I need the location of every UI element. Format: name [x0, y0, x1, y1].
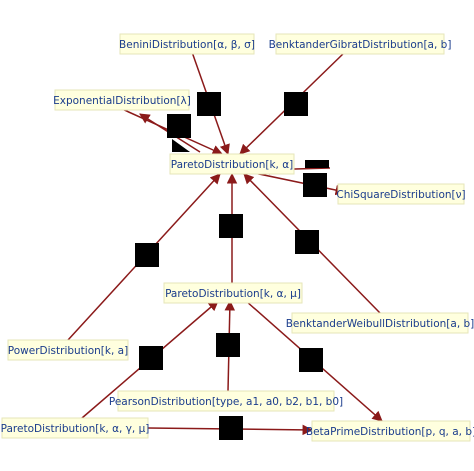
- node-power[interactable]: PowerDistribution[k, a]: [7, 339, 129, 361]
- edge-label-block: [135, 243, 159, 267]
- node-label: ParetoDistribution[k, α, μ]: [165, 288, 301, 300]
- node-label: ChiSquareDistribution[ν]: [336, 189, 465, 201]
- edge-label-blocks: [135, 92, 329, 440]
- edge-label-block: [305, 160, 329, 168]
- node-benini[interactable]: BeniniDistribution[α, β, σ]: [119, 33, 255, 55]
- edge-label-block: [295, 230, 319, 254]
- node-pareto-4[interactable]: ParetoDistribution[k, α, γ, μ]: [1, 417, 150, 439]
- nodes: BeniniDistribution[α, β, σ] BenktanderGi…: [1, 33, 474, 442]
- edge-label-block: [219, 416, 243, 440]
- edge-label-block: [284, 92, 308, 116]
- node-pareto-mu[interactable]: ParetoDistribution[k, α, μ]: [163, 282, 303, 304]
- node-label: ParetoDistribution[k, α]: [171, 159, 294, 171]
- edge-label-block: [167, 114, 191, 138]
- node-pearson[interactable]: PearsonDistribution[type, a1, a0, b2, b1…: [109, 390, 343, 412]
- node-label: BenktanderGibratDistribution[a, b]: [269, 39, 452, 51]
- edge-label-block: [299, 348, 323, 372]
- node-label: ParetoDistribution[k, α, γ, μ]: [1, 423, 150, 435]
- node-betaprime[interactable]: BetaPrimeDistribution[p, q, a, b]: [306, 420, 474, 442]
- edge-label-block: [172, 139, 190, 152]
- node-benktander-gibrat[interactable]: BenktanderGibratDistribution[a, b]: [269, 33, 452, 55]
- node-label: BenktanderWeibullDistribution[a, b]: [286, 318, 474, 330]
- node-label: PearsonDistribution[type, a1, a0, b2, b1…: [109, 396, 343, 408]
- node-label: ExponentialDistribution[λ]: [53, 95, 191, 107]
- node-label: PowerDistribution[k, a]: [8, 345, 128, 357]
- node-label: BetaPrimeDistribution[p, q, a, b]: [306, 426, 474, 438]
- edge-label-block: [197, 92, 221, 116]
- node-pareto-center[interactable]: ParetoDistribution[k, α]: [169, 153, 295, 175]
- edge-label-block: [216, 333, 240, 357]
- edge-label-block: [303, 173, 327, 197]
- edge-label-block: [139, 346, 163, 370]
- node-label: BeniniDistribution[α, β, σ]: [119, 39, 255, 51]
- node-benktander-weibull[interactable]: BenktanderWeibullDistribution[a, b]: [286, 312, 474, 334]
- node-exponential[interactable]: ExponentialDistribution[λ]: [53, 89, 191, 111]
- edge-label-block: [219, 214, 243, 238]
- node-chisquare[interactable]: ChiSquareDistribution[ν]: [336, 183, 466, 205]
